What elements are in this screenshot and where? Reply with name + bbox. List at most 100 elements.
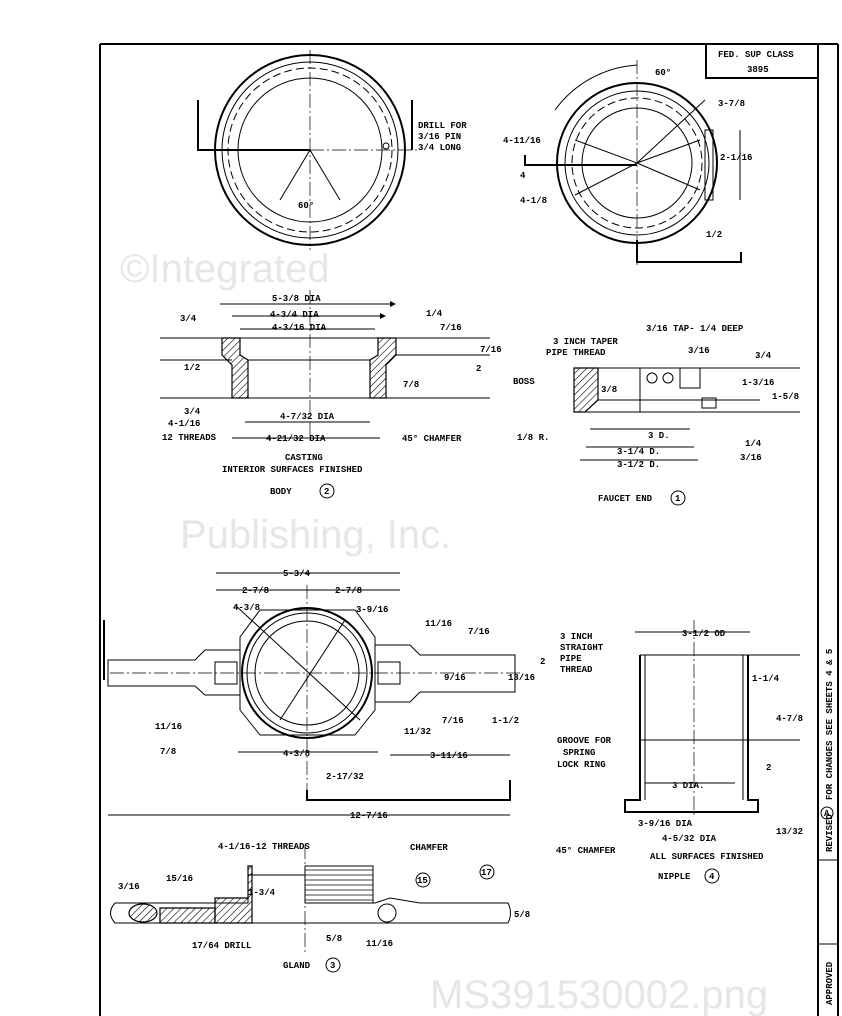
dimension-label: 3-1/2 D.	[617, 460, 660, 470]
title-block: FED. SUP CLASS 3895	[705, 43, 819, 79]
dimension-label: 11/16	[366, 939, 393, 949]
dimension-label: 12-7/16	[350, 811, 388, 821]
dimension-label: GROOVE FOR	[557, 736, 612, 746]
dimension-label: THREAD	[560, 665, 593, 675]
dimension-label: 4-1/16	[168, 419, 200, 429]
dimension-label: 4-7/32 DIA	[280, 412, 335, 422]
dimension-label: 2-7/8	[242, 586, 269, 596]
dimension-label: 4-3/8	[233, 603, 260, 613]
dimension-label: 3/4	[755, 351, 772, 361]
dimension-label: 1/8 R.	[517, 433, 549, 443]
dimension-label: 3/16	[740, 453, 762, 463]
dimension-label: 1/4	[745, 439, 762, 449]
dimension-label: 1-1/2	[492, 716, 519, 726]
dimension-label: 7/16	[442, 716, 464, 726]
reference-number: 15	[417, 876, 428, 886]
revised-label: REVISED	[825, 814, 835, 852]
dimension-label: 5/8	[514, 910, 530, 920]
dimension-label: 4-7/8	[776, 714, 803, 724]
revision-mark-circle	[820, 806, 834, 820]
dimension-label: 11/16	[155, 722, 182, 732]
dimension-label: 1/4	[426, 309, 443, 319]
dimension-label: 11/32	[404, 727, 431, 737]
dimension-label: 1-5/8	[772, 392, 799, 402]
dimension-label: 4-5/32 DIA	[662, 834, 717, 844]
dimension-label: 3/16 TAP- 1/4 DEEP	[646, 324, 744, 334]
dimension-label: 4-1/16-12 THREADS	[218, 842, 310, 852]
dimension-label: 1-1/4	[752, 674, 780, 684]
view-caption: FAUCET END	[598, 494, 653, 504]
item-number: 4	[709, 872, 715, 882]
title-block-label: FED. SUP CLASS	[718, 50, 794, 60]
dimension-label: 2	[540, 657, 545, 667]
dimension-label: 3/16	[688, 346, 710, 356]
dimension-label: BOSS	[513, 377, 535, 387]
revision-strip: FOR CHANGES SEE SHEETS 4 & 5 A REVISED A…	[820, 649, 835, 1005]
dimension-label: 3-1/4 D.	[617, 447, 660, 457]
dimension-label: 7/8	[403, 380, 419, 390]
dimension-label: 17/64 DRILL	[192, 941, 251, 951]
dimension-label: 4-21/32 DIA	[266, 434, 326, 444]
faucet-end-section: 3 INCH TAPER PIPE THREAD 3/16 TAP- 1/4 D…	[513, 324, 800, 506]
dimension-label: CHAMFER	[410, 843, 448, 853]
dimension-label: 13/16	[508, 673, 535, 683]
dimension-label: 7/16	[440, 323, 462, 333]
dimension-label: 4-3/8	[283, 749, 310, 759]
dimension-label: 1-3/4	[248, 888, 276, 898]
dimension-label: 7/16	[468, 627, 490, 637]
assembly-view: 5-3/4 2-7/8 2-7/8 4-3/8 3-9/16 11/16 7/1…	[103, 569, 545, 821]
dimension-label: 4-1/8	[520, 196, 547, 206]
nipple-view: 3-1/2 OD 3 INCH STRAIGHT PIPE THREAD 1-1…	[556, 620, 803, 884]
drill-note-line: 3/4 LONG	[418, 143, 461, 153]
dimension-label: 45° CHAMFER	[556, 846, 616, 856]
gland-view: 4-1/16-12 THREADS CHAMFER 15/16 3/16 1-3…	[110, 842, 530, 973]
dimension-label: 9/16	[444, 673, 466, 683]
view-caption: BODY	[270, 487, 292, 497]
dimension-label: 45° CHAMFER	[402, 434, 462, 444]
dimension-label: PIPE THREAD	[546, 348, 606, 358]
dimension-label: 4-11/16	[503, 136, 541, 146]
drill-note-line: 3/16 PIN	[418, 132, 461, 142]
dimension-label: 5-3/4	[283, 569, 311, 579]
dimension-label: 11/16	[425, 619, 452, 629]
dimension-label: STRAIGHT	[560, 643, 604, 653]
watermark-line-3: MS391530002.png	[430, 973, 768, 1016]
dimension-label: 3 D.	[648, 431, 670, 441]
dimension-label: 3/16	[118, 882, 140, 892]
dimension-label: 7/16	[480, 345, 502, 355]
dimension-label: 1/2	[184, 363, 200, 373]
dimension-label: 2-1/16	[720, 153, 752, 163]
dimension-label: 2	[766, 763, 771, 773]
revision-mark: A	[824, 809, 830, 819]
faucet-top-view: 60° 3-7/8 4-11/16 2-1/16 4 4-1/8 1/2	[503, 60, 752, 265]
approved-label: APPROVED	[825, 961, 835, 1005]
item-number: 2	[324, 487, 329, 497]
dimension-label: 5/8	[326, 934, 342, 944]
item-number: 1	[675, 494, 681, 504]
dimension-label: 15/16	[166, 874, 193, 884]
view-caption: NIPPLE	[658, 872, 691, 882]
dimension-label: 2	[476, 364, 481, 374]
item-number: 3	[330, 961, 335, 971]
changes-note: FOR CHANGES SEE SHEETS 4 & 5	[825, 649, 835, 800]
dimension-label: 3-7/8	[718, 99, 745, 109]
section-note: INTERIOR SURFACES FINISHED	[222, 465, 363, 475]
dimension-label: 3-9/16 DIA	[638, 819, 693, 829]
dimension-label: 5-3/8 DIA	[272, 294, 321, 304]
dimension-label: 3 DIA.	[672, 781, 704, 791]
dimension-label: 2-7/8	[335, 586, 362, 596]
view-caption: GLAND	[283, 961, 311, 971]
dimension-label: SPRING	[563, 748, 595, 758]
dimension-label: LOCK RING	[557, 760, 606, 770]
section-note: ALL SURFACES FINISHED	[650, 852, 764, 862]
dimension-label: 3-9/16	[356, 605, 388, 615]
dimension-label: 3 INCH	[560, 632, 592, 642]
angle-label: 60°	[298, 201, 314, 211]
dimension-label: PIPE	[560, 654, 582, 664]
dimension-label: 1-3/16	[742, 378, 774, 388]
dimension-label: 3/4	[184, 407, 201, 417]
dimension-label: 3/4	[180, 314, 197, 324]
watermark-line-1: ©Integrated	[120, 247, 330, 291]
dimension-label: 1/2	[706, 230, 722, 240]
